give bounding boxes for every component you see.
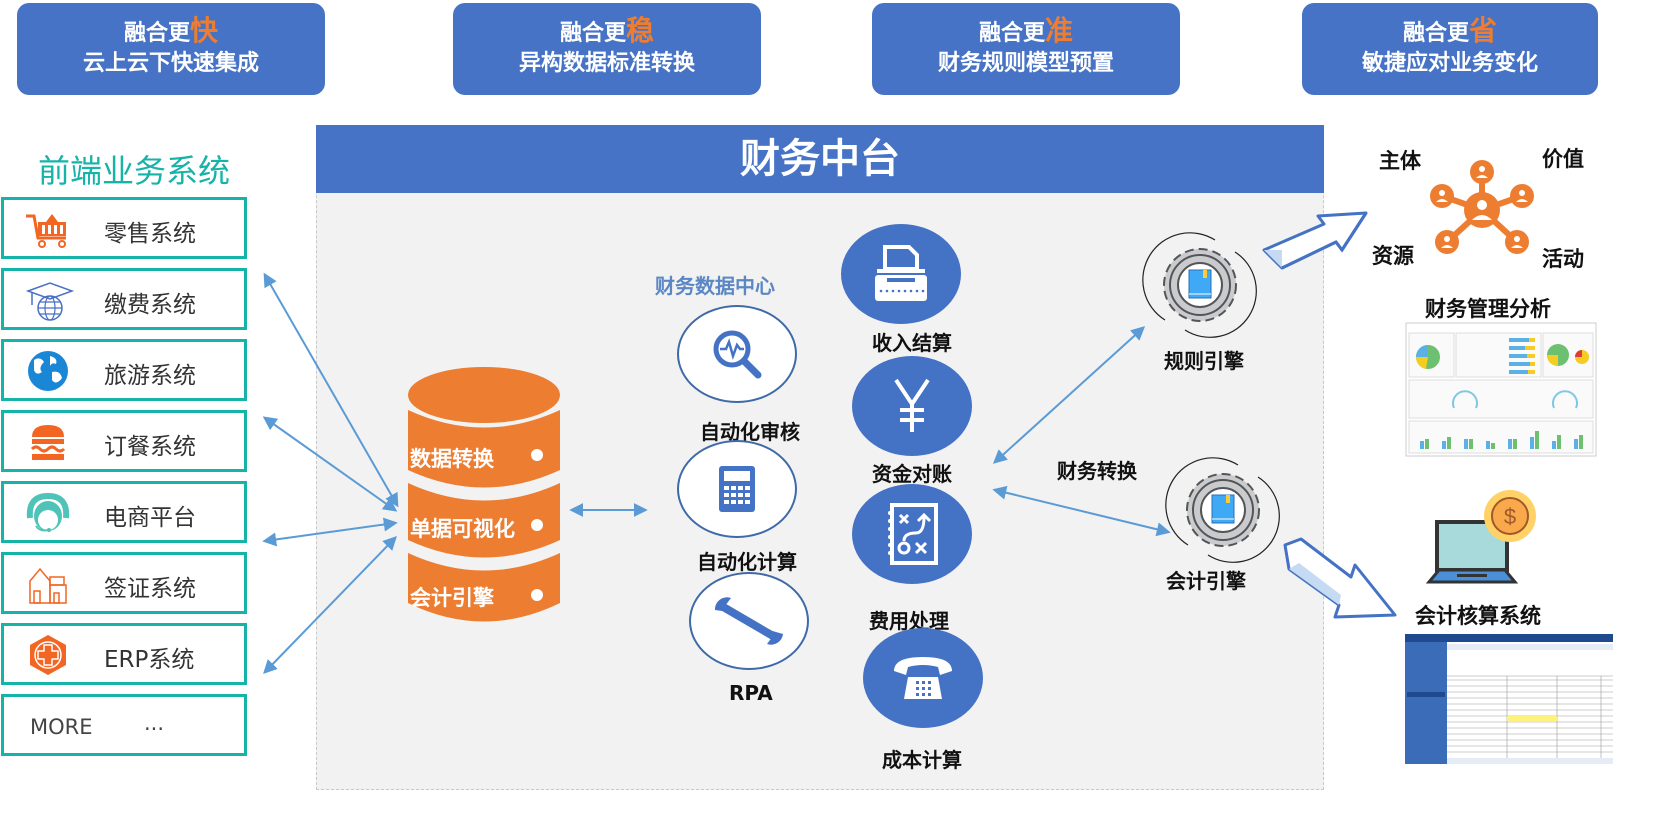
arrow-ecommerce <box>262 517 398 547</box>
node-label: 成本计算 <box>882 748 962 772</box>
banner-fast: 融合更快 云上云下快速集成 <box>17 3 325 95</box>
magnifier-pulse-icon <box>713 330 762 379</box>
system-label: ERP系统 <box>104 647 195 673</box>
engine-label: 规则引擎 <box>1164 349 1244 373</box>
system-item-food[interactable]: 订餐系统 <box>1 410 247 472</box>
banner-subtitle: 敏捷应对业务变化 <box>1361 51 1538 76</box>
wrench-icon <box>714 597 783 645</box>
banner-highlight: 快 <box>190 14 219 47</box>
engine-label: 会计引擎 <box>1166 569 1246 593</box>
medical-cross-icon <box>30 635 66 675</box>
telephone-icon <box>894 657 952 699</box>
node-rpa[interactable] <box>689 572 809 670</box>
system-item-retail[interactable]: 零售系统 <box>1 197 247 259</box>
node-revenue-settlement[interactable] <box>841 224 961 324</box>
node-cost-calculation[interactable] <box>863 628 983 728</box>
banner-subtitle: 云上云下快速集成 <box>82 51 259 76</box>
shopping-cart-icon <box>26 214 66 248</box>
banner-prefix: 融合更 <box>978 21 1045 46</box>
banner-subtitle: 财务规则模型预置 <box>937 51 1114 76</box>
system-label: 订餐系统 <box>104 434 196 460</box>
node-auto-audit[interactable] <box>677 305 797 403</box>
db-layer-data-conversion: 数据转换 <box>410 447 494 471</box>
strategy-board-icon <box>888 503 938 565</box>
banner-prefix: 融合更 <box>1402 21 1469 46</box>
banner-prefix: 融合更 <box>123 21 190 46</box>
database-cylinder-icon <box>408 367 560 622</box>
system-label: 旅游系统 <box>104 363 196 389</box>
calculator-icon <box>719 466 755 512</box>
rule-engine-gear-icon <box>1142 232 1257 338</box>
arrow-retail <box>263 272 399 508</box>
platform-title: 财务中台 <box>316 125 1324 193</box>
system-item-visa[interactable]: 签证系统 <box>1 552 247 614</box>
banner-highlight: 省 <box>1469 14 1498 47</box>
data-center-label: 财务数据中心 <box>655 274 775 298</box>
headset-agent-icon <box>26 492 70 532</box>
network-label-entity: 主体 <box>1379 149 1421 173</box>
finance-dashboard-thumbnail[interactable] <box>1405 322 1597 457</box>
banner-accurate: 融合更准 财务规则模型预置 <box>872 3 1180 95</box>
network-label-activity: 活动 <box>1542 247 1584 271</box>
banner-highlight: 准 <box>1045 14 1074 47</box>
system-label: 签证系统 <box>104 576 196 602</box>
frontend-title: 前端业务系统 <box>38 152 231 190</box>
node-label: 资金对账 <box>872 462 952 486</box>
system-item-erp[interactable]: ERP系统 <box>1 623 247 685</box>
system-item-travel[interactable]: 旅游系统 <box>1 339 247 401</box>
banner-prefix: 融合更 <box>559 21 626 46</box>
banner-save: 融合更省 敏捷应对业务变化 <box>1302 3 1598 95</box>
arrow-erp <box>263 535 397 675</box>
accounting-title: 会计核算系统 <box>1415 604 1541 628</box>
typewriter-icon <box>875 245 927 301</box>
arrow-accounting-engine <box>992 485 1171 537</box>
arrow-down-right-3d-icon <box>1283 537 1397 619</box>
people-network-icon <box>1430 160 1534 254</box>
yen-icon <box>894 378 930 432</box>
db-layer-accounting-engine: 会计引擎 <box>410 586 494 610</box>
system-item-more[interactable]: MORE ... <box>1 694 247 756</box>
buildings-icon <box>29 567 67 604</box>
db-layer-doc-visualization: 单据可视化 <box>410 517 515 541</box>
node-auto-calc[interactable] <box>677 440 797 538</box>
system-item-ecommerce[interactable]: 电商平台 <box>1 481 247 543</box>
analysis-title: 财务管理分析 <box>1425 297 1551 321</box>
node-expense-processing[interactable] <box>852 484 972 584</box>
banner-subtitle: 异构数据标准转换 <box>518 51 695 76</box>
laptop-coin-icon: $ <box>1425 490 1536 584</box>
system-label: 零售系统 <box>104 221 196 247</box>
accounting-system-thumbnail[interactable] <box>1405 634 1613 764</box>
burger-icon <box>30 425 66 460</box>
network-label-value: 价值 <box>1542 147 1584 171</box>
accounting-engine-gear-icon <box>1165 457 1280 563</box>
system-label: 缴费系统 <box>104 292 196 318</box>
arrow-travel <box>262 416 398 512</box>
node-label: 自动化审核 <box>700 420 800 444</box>
finance-conversion-label: 财务转换 <box>1057 459 1137 483</box>
node-fund-reconciliation[interactable] <box>852 356 972 456</box>
node-label: 收入结算 <box>872 331 952 355</box>
node-label: 自动化计算 <box>697 550 797 574</box>
more-label: MORE <box>30 715 93 739</box>
system-item-payment[interactable]: 缴费系统 <box>1 268 247 330</box>
network-label-resource: 资源 <box>1372 244 1414 268</box>
arrow-up-right-3d-icon <box>1262 211 1368 270</box>
svg-text:$: $ <box>1504 504 1516 529</box>
system-label: 电商平台 <box>104 505 196 531</box>
more-dots: ... <box>144 711 165 735</box>
graduation-globe-icon <box>25 282 75 321</box>
banner-stable: 融合更稳 异构数据标准转换 <box>453 3 761 95</box>
node-label: RPA <box>729 681 773 705</box>
banner-highlight: 稳 <box>626 14 655 47</box>
globe-icon <box>28 351 68 391</box>
arrow-rule-engine <box>992 326 1146 464</box>
